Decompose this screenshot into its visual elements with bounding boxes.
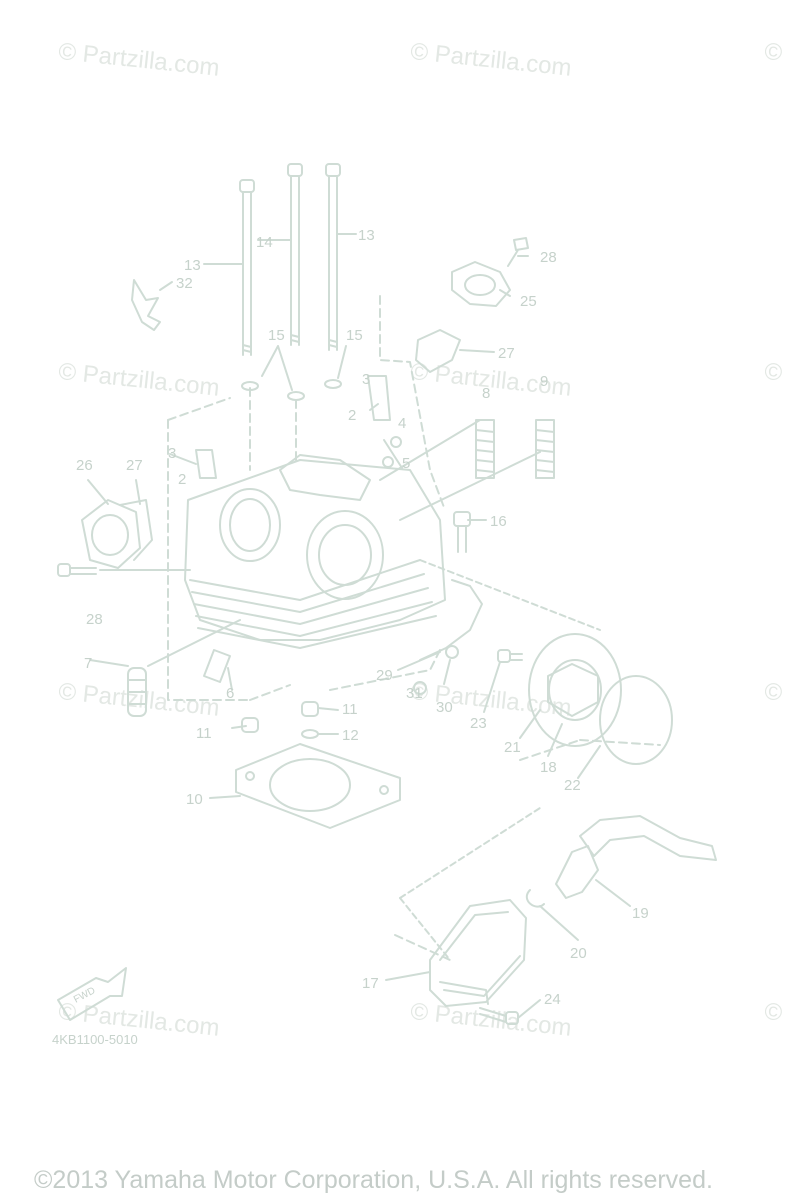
forward-arrow-icon <box>57 967 127 1021</box>
bolt-part-16 <box>453 511 471 553</box>
callout-label: 32 <box>176 275 193 292</box>
diagram-code: 4KB1100-5010 <box>52 1032 138 1047</box>
bolt-part-24 <box>479 1007 519 1025</box>
callout-label: 31 <box>406 685 423 702</box>
callout-label: 7 <box>84 655 92 672</box>
assembly-guide-lines <box>167 295 661 961</box>
callout-label: 9 <box>540 373 548 390</box>
callout-label: 16 <box>490 513 507 530</box>
head-gasket-part-10 <box>235 743 401 829</box>
callout-label: 29 <box>376 667 393 684</box>
cylinder-head <box>184 454 446 649</box>
callout-label: 22 <box>564 777 581 794</box>
cover-part-17 <box>429 899 527 1007</box>
screw-part-28-top <box>507 237 529 267</box>
callout-label: 11 <box>342 701 358 718</box>
callout-label: 28 <box>86 611 103 628</box>
callout-label: 14 <box>256 234 273 251</box>
callout-label: 17 <box>362 975 379 992</box>
gasket-part-27-left <box>119 499 153 561</box>
callout-label: 13 <box>358 227 375 244</box>
callout-label: 10 <box>186 791 203 808</box>
callout-label: 5 <box>402 455 410 472</box>
bolt-part-28-left <box>57 563 97 577</box>
callout-labels: 13 14 13 32 28 25 15 15 27 3 2 4 5 8 9 3… <box>52 227 649 1047</box>
oil-pipe-part-29 <box>413 579 483 695</box>
bolt-part-23 <box>497 649 523 663</box>
cover-part-21 <box>528 633 622 747</box>
copyright-text: ©2013 Yamaha Motor Corporation, U.S.A. A… <box>34 1166 713 1194</box>
callout-label: 15 <box>268 327 285 344</box>
spring-part-8 <box>475 419 495 479</box>
nut-part-11 <box>241 701 319 739</box>
callout-label: 21 <box>504 739 521 756</box>
callout-label: 13 <box>184 257 201 274</box>
dowel-part-7 <box>127 667 147 717</box>
clamp-part-20 <box>525 889 545 908</box>
bolt-part-14 <box>287 163 303 346</box>
cap-part-26 <box>81 499 141 569</box>
callout-label: 27 <box>498 345 515 362</box>
callout-label: 12 <box>342 727 359 744</box>
fwd-label: FWD <box>72 985 97 1005</box>
callout-label: 30 <box>436 699 453 716</box>
callout-label: 28 <box>540 249 557 266</box>
gasket-part-27-top <box>415 329 461 373</box>
intake-joint-part-25 <box>451 261 511 307</box>
callout-label: 23 <box>470 715 487 732</box>
callout-label: 25 <box>520 293 537 310</box>
spark-plug-part-32 <box>131 279 161 331</box>
hose-part-19 <box>555 815 717 899</box>
pin-part-6 <box>203 649 231 683</box>
bolt-part-13-left <box>239 179 255 356</box>
spring-part-9 <box>535 419 555 479</box>
gasket-part-22 <box>599 675 673 765</box>
callout-label: 20 <box>570 945 587 962</box>
callout-label: 3 <box>168 445 176 462</box>
callout-label: 11 <box>196 725 212 742</box>
callout-label: 19 <box>632 905 649 922</box>
callout-label: 6 <box>226 685 234 702</box>
callout-label: 18 <box>540 759 557 776</box>
callout-label: 27 <box>126 457 143 474</box>
callout-label: 15 <box>346 327 363 344</box>
bolt-part-13-right <box>325 163 341 351</box>
callout-label: 24 <box>544 991 561 1008</box>
callout-label: 3 <box>362 371 370 388</box>
callout-label: 26 <box>76 457 93 474</box>
assembly-guide-lines-2 <box>399 559 601 961</box>
callout-label: 8 <box>482 385 490 402</box>
callout-leaders <box>87 233 631 1019</box>
callout-label: 2 <box>178 471 186 488</box>
callout-label: 4 <box>398 415 406 432</box>
callout-label: 2 <box>348 407 356 424</box>
